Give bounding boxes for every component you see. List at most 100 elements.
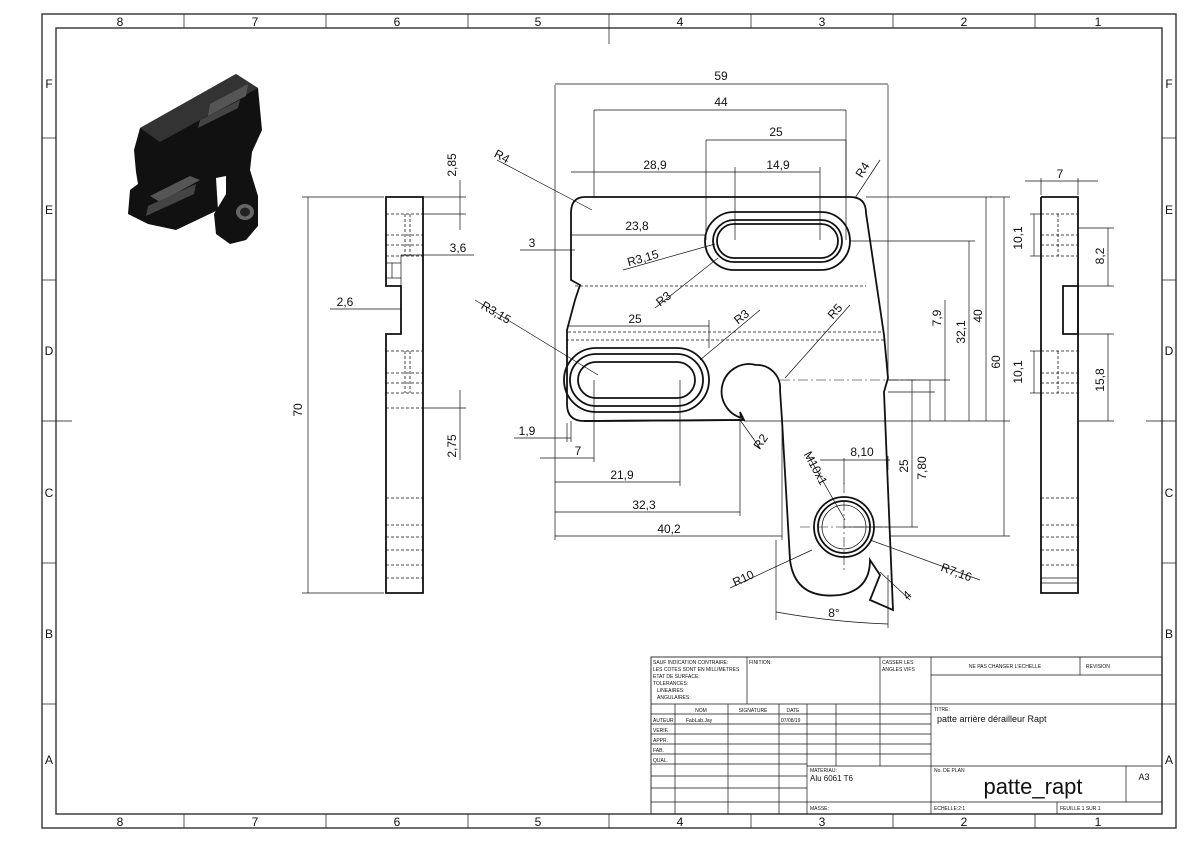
zone-labels-bottom: 8 7 6 5 4 3 2 1 (117, 815, 1102, 829)
row-verif: VERIF. (653, 728, 669, 734)
dim-right-10-1-top: 10,1 (1011, 226, 1025, 250)
col-name: NOM (695, 708, 707, 714)
mass-label: MASSE: (810, 806, 829, 812)
title-value: patte arrière dérailleur Rapt (937, 714, 1047, 724)
right-side-view: 7 10,1 8,2 10,1 15,8 (1011, 167, 1114, 594)
dim-r5: R5 (825, 301, 846, 322)
scale-label: ECHELLE:2:1 (934, 806, 965, 812)
dim-70: 70 (291, 403, 305, 417)
drawing-no-value: patte_rapt (983, 774, 1082, 799)
dim-23-8: 23,8 (625, 219, 649, 233)
dim-m10x1: M10x1 (801, 449, 830, 488)
note-4: LINEAIRES: (657, 688, 685, 694)
dim-25-top: 25 (769, 125, 783, 139)
dim-2-75: 2,75 (445, 434, 459, 458)
zone-col-8-bottom: 8 (117, 815, 124, 829)
zone-row-a: A (45, 753, 53, 767)
dim-8-10: 8,10 (850, 445, 874, 459)
zone-col-1: 1 (1095, 15, 1102, 29)
dim-25-right: 25 (897, 459, 911, 473)
zone-col-7-bottom: 7 (252, 815, 259, 829)
note-1: LES COTES SONT EN MILLIMETRES (653, 667, 740, 673)
sheet-border (41, 13, 1177, 829)
zone-col-2-bottom: 2 (961, 815, 968, 829)
dim-r4-right: R4 (853, 159, 873, 180)
zone-col-3: 3 (819, 15, 826, 29)
material-label: MATERIAU: (810, 768, 837, 774)
dim-2-85: 2,85 (445, 153, 459, 177)
dim-1-9: 1,9 (519, 424, 536, 438)
note-5: ANGULAIRES: (657, 695, 691, 701)
zone-col-8: 8 (117, 15, 124, 29)
dim-7-9: 7,9 (930, 309, 944, 326)
sheet-size: A3 (1138, 772, 1149, 782)
note-0: SAUF INDICATION CONTRAIRE: (653, 660, 728, 666)
material-value: Alu 6061 T6 (810, 774, 854, 783)
dim-r3-upper: R3 (653, 288, 674, 309)
author-date: 07/08/19 (781, 718, 801, 724)
dim-59: 59 (714, 69, 728, 83)
zone-col-5-bottom: 5 (535, 815, 542, 829)
revision-label: REVISION (1086, 664, 1110, 670)
dim-r4-left: R4 (492, 147, 512, 167)
zone-row-d: D (45, 344, 54, 358)
dim-21-9: 21,9 (610, 468, 634, 482)
zone-row-e: E (45, 203, 53, 217)
dim-right-10-1-bottom: 10,1 (1011, 360, 1025, 384)
col-date: DATE (787, 708, 801, 714)
dim-25-mid: 25 (628, 312, 642, 326)
dim-r10: R10 (730, 567, 756, 589)
dim-r7-16: R7,16 (939, 560, 974, 584)
dim-r3-lower: R3 (731, 306, 752, 327)
zone-col-4: 4 (677, 15, 684, 29)
dim-right-15-8: 15,8 (1093, 368, 1107, 392)
dim-right-7: 7 (1057, 167, 1064, 181)
dim-3-6: 3,6 (450, 241, 467, 255)
dim-7-80: 7,80 (915, 456, 929, 480)
note-2: ETAT DE SURFACE: (653, 674, 700, 680)
zone-row-e-right: E (1165, 203, 1173, 217)
zone-col-1-bottom: 1 (1095, 815, 1102, 829)
zone-labels-right: F E D C B A (1165, 77, 1174, 767)
zone-row-c: C (45, 486, 54, 500)
zone-col-6: 6 (394, 15, 401, 29)
col-signature: SIGNATURE (739, 708, 768, 714)
title-label: TITRE: (934, 707, 950, 713)
zone-row-f: F (45, 77, 52, 91)
dim-8deg: 8° (828, 606, 840, 620)
dim-r3-15-lower: R3,15 (479, 298, 514, 327)
dim-60: 60 (989, 355, 1003, 369)
zone-row-d-right: D (1165, 344, 1174, 358)
zone-col-5: 5 (535, 15, 542, 29)
dim-40: 40 (971, 309, 985, 323)
zone-row-a-right: A (1165, 753, 1173, 767)
zone-col-3-bottom: 3 (819, 815, 826, 829)
dim-3: 3 (529, 236, 536, 250)
dim-44: 44 (714, 95, 728, 109)
zone-row-b: B (45, 627, 53, 641)
dim-28-9: 28,9 (643, 158, 667, 172)
zone-labels-top: 8 7 6 5 4 3 2 1 (117, 15, 1102, 29)
zone-row-b-right: B (1165, 627, 1173, 641)
front-view: 59 44 25 28,9 14,9 23,8 3 R4 R4 R3,15 (474, 69, 1010, 628)
zone-col-4-bottom: 4 (677, 815, 684, 829)
dim-40-2: 40,2 (657, 522, 681, 536)
drawing-no-label: No. DE PLAN (934, 768, 965, 774)
sheet-label: FEUILLE 1 SUR 1 (1060, 806, 1101, 812)
author-name: FabLab.Jay (686, 718, 713, 724)
row-fab: FAB. (653, 748, 664, 754)
zone-row-c-right: C (1165, 486, 1174, 500)
note-3: TOLERANCES: (653, 681, 688, 687)
zone-col-7: 7 (252, 15, 259, 29)
dim-2-6: 2,6 (337, 295, 354, 309)
dim-4: 4 (900, 588, 915, 603)
dim-7: 7 (575, 444, 582, 458)
dim-32-3: 32,3 (632, 498, 656, 512)
dim-right-8-2: 8,2 (1093, 247, 1107, 264)
zone-col-2: 2 (961, 15, 968, 29)
dim-r3-15-upper: R3,15 (626, 247, 661, 269)
row-author: AUTEUR (653, 718, 674, 724)
dim-32-1: 32,1 (954, 320, 968, 344)
edges-label-1: CASSER LES (882, 660, 914, 666)
zone-labels-left: F E D C B A (45, 77, 54, 767)
